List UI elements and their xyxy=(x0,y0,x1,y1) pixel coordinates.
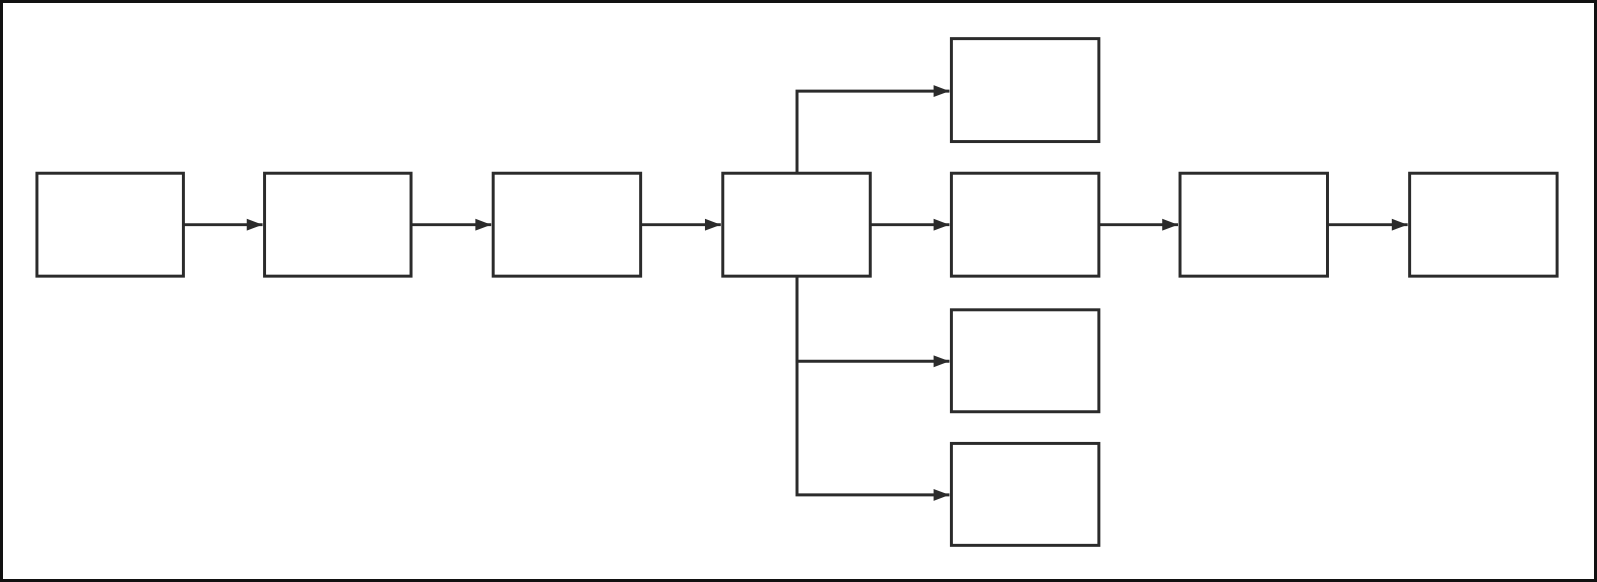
flow-node-stage-6[interactable] xyxy=(1178,171,1329,278)
connector-hub-to-branch-bottom-2 xyxy=(795,276,950,501)
flow-node-rect-branch-bottom-2[interactable] xyxy=(949,441,1101,547)
flow-node-stage-5[interactable] xyxy=(949,171,1101,278)
diagram-svg xyxy=(35,37,1559,547)
flow-node-branch-bottom-2[interactable] xyxy=(949,441,1101,547)
flow-node-hub[interactable] xyxy=(721,171,872,278)
flow-node-stage-7[interactable] xyxy=(1408,171,1559,278)
flow-node-stage-1[interactable] xyxy=(35,171,185,278)
connector-hub-to-branch-top xyxy=(795,85,950,174)
flow-node-rect-stage-5[interactable] xyxy=(949,171,1101,278)
flow-node-rect-stage-7[interactable] xyxy=(1408,171,1559,278)
flow-node-rect-hub[interactable] xyxy=(721,171,872,278)
flow-node-rect-branch-bottom-1[interactable] xyxy=(949,308,1101,414)
connector-hub-to-branch-bottom-1 xyxy=(795,276,950,368)
flow-node-rect-stage-6[interactable] xyxy=(1178,171,1329,278)
flow-node-stage-3[interactable] xyxy=(491,171,643,278)
flow-node-rect-branch-top[interactable] xyxy=(949,37,1101,144)
flow-node-branch-bottom-1[interactable] xyxy=(949,308,1101,414)
flow-node-rect-stage-3[interactable] xyxy=(491,171,643,278)
flow-node-rect-stage-2[interactable] xyxy=(263,171,413,278)
flow-node-rect-stage-1[interactable] xyxy=(35,171,185,278)
flow-node-branch-top[interactable] xyxy=(949,37,1101,144)
flow-node-stage-2[interactable] xyxy=(263,171,413,278)
